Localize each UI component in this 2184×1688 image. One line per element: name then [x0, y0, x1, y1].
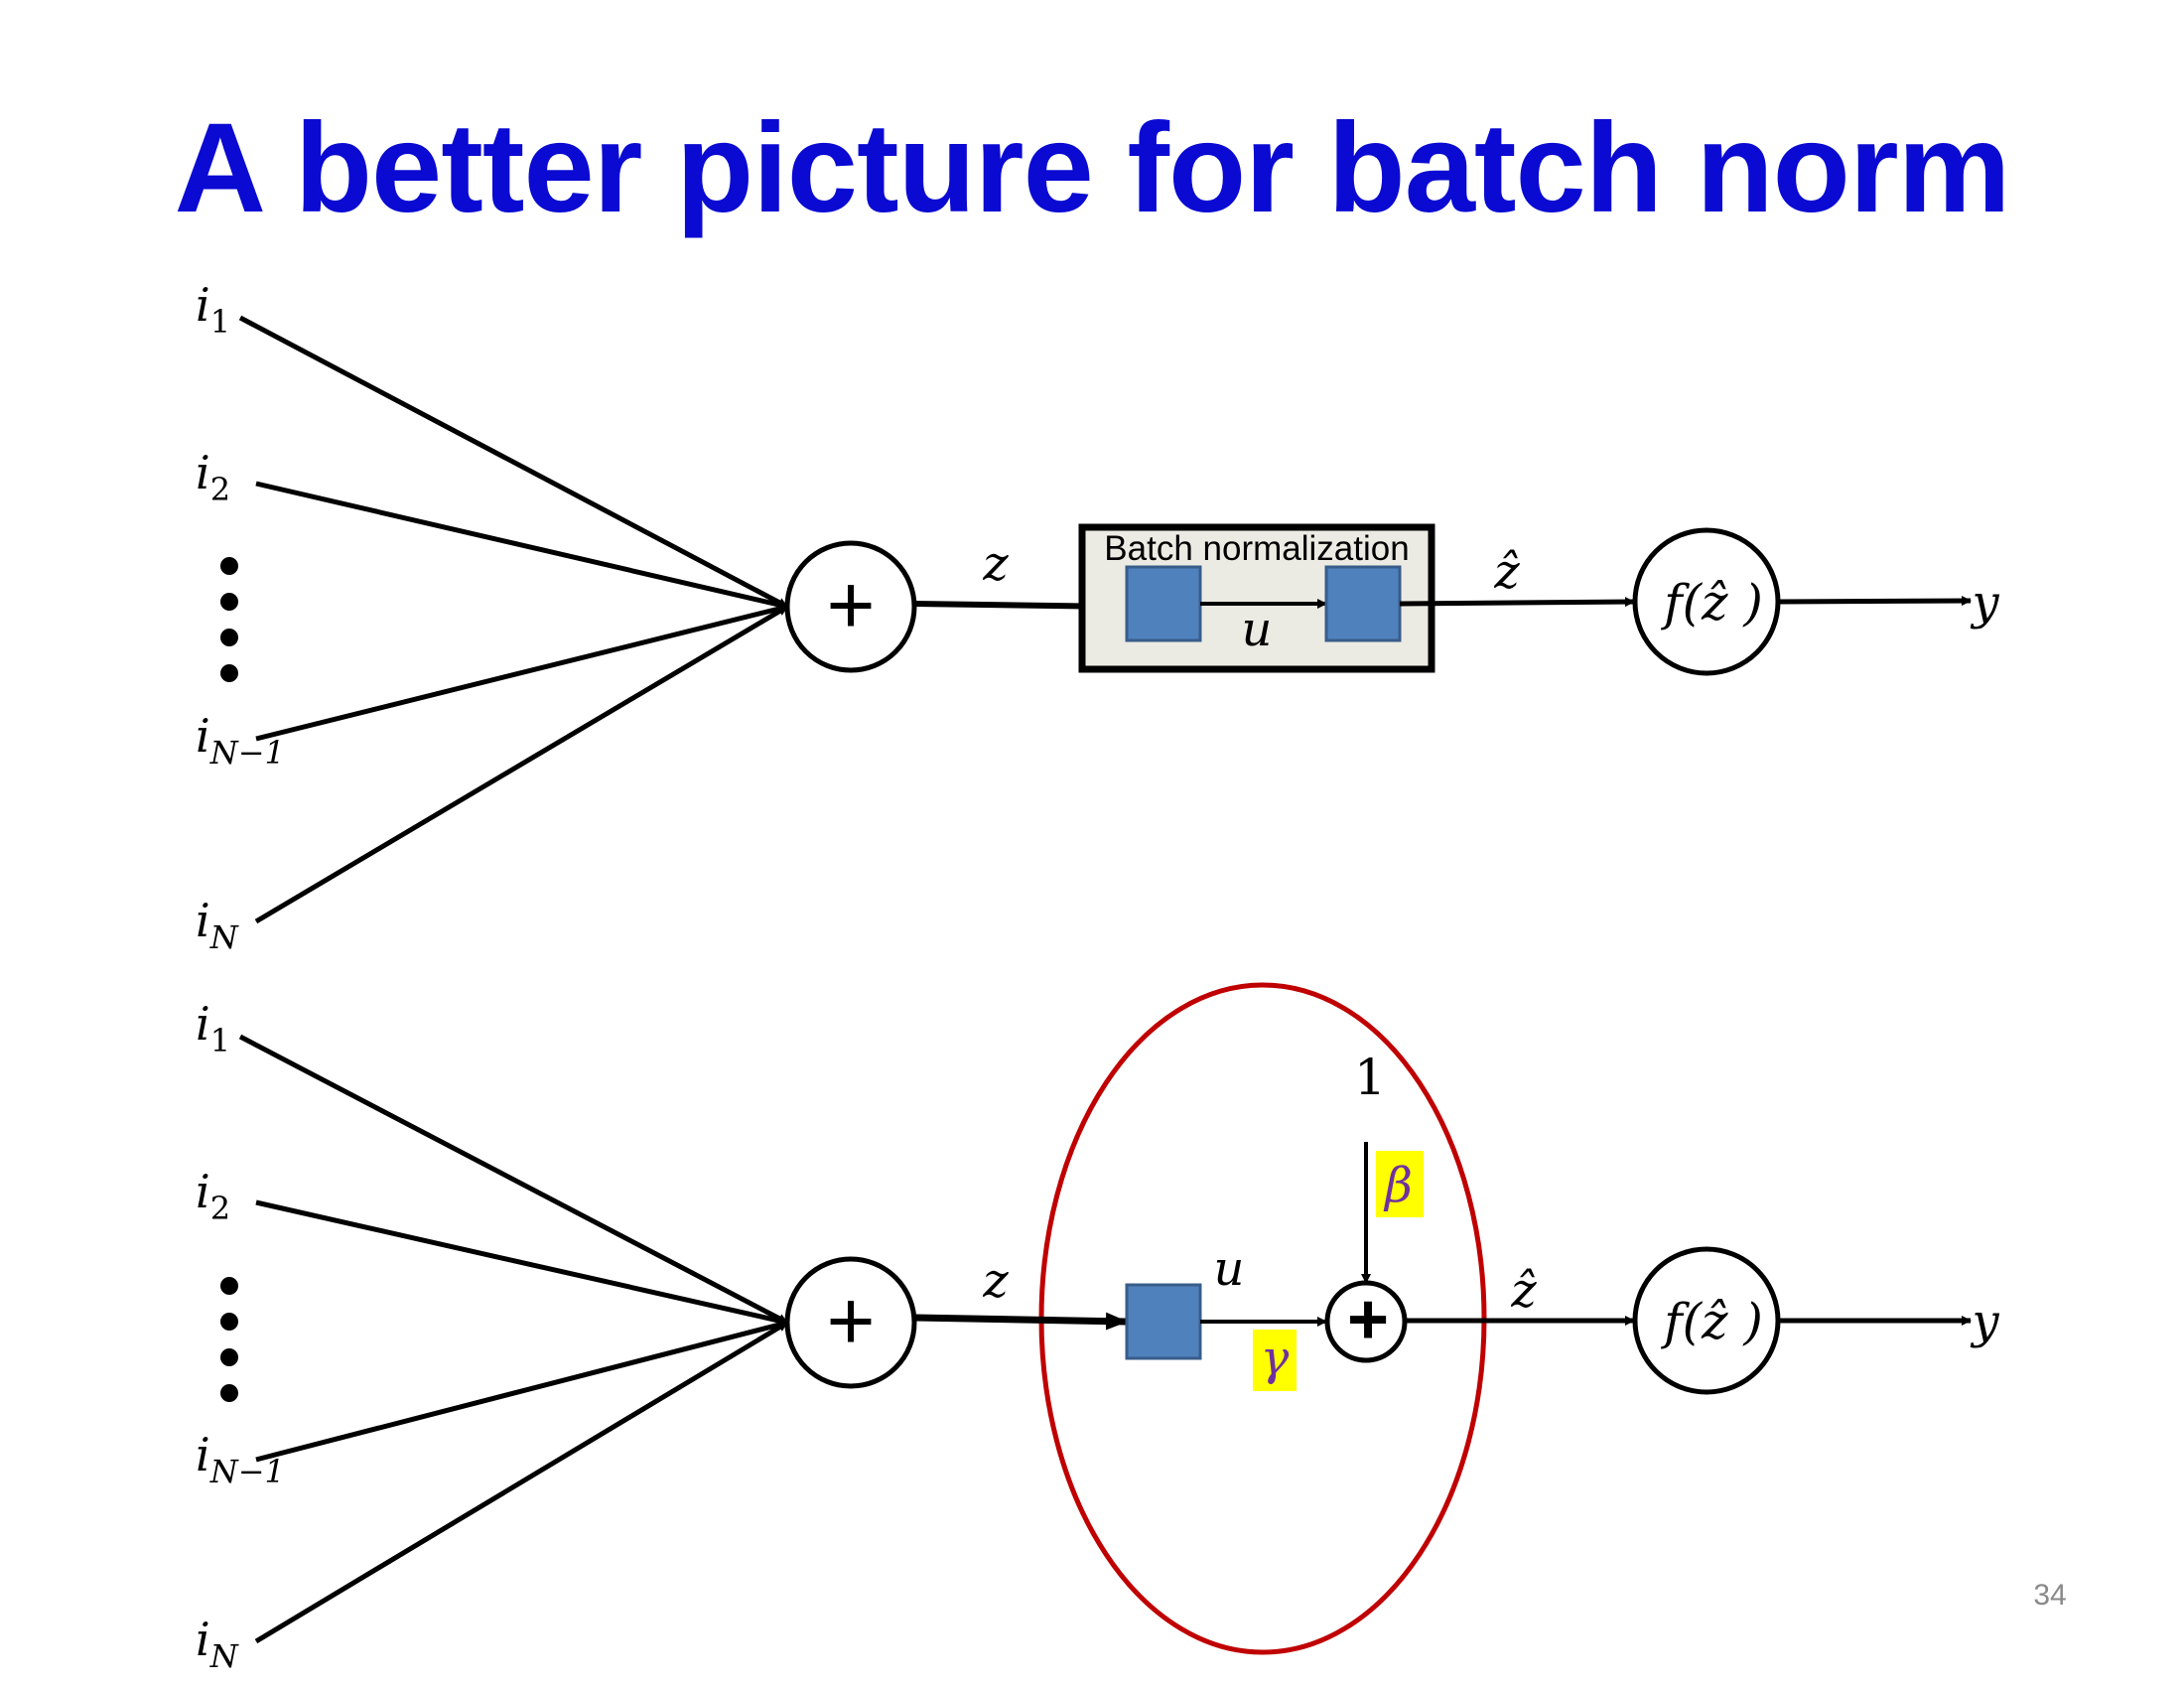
gamma-label: γ: [1261, 1331, 1290, 1386]
edge-i1: [238, 315, 789, 610]
bn-box-label: Batch normalization: [1104, 529, 1409, 568]
zhat-label: ẑ: [1493, 544, 1520, 600]
activation-node: [1632, 1246, 1781, 1395]
add-symbol: +: [1347, 1280, 1389, 1359]
input-label-i1: i1: [196, 278, 230, 341]
edge-i2: [255, 1199, 788, 1326]
activation-node: [1632, 527, 1781, 676]
edge-i2: [255, 481, 788, 610]
beta-highlight: [1376, 1151, 1424, 1217]
input-label-iN: iN: [196, 894, 239, 956]
vertical-ellipsis: [220, 557, 238, 682]
z-label: z: [982, 536, 1009, 592]
zhat-label: ẑ: [1510, 1263, 1537, 1319]
bias-input-label: 1: [1354, 1049, 1386, 1106]
gamma-highlight: [1253, 1330, 1297, 1391]
output-label-y: y: [1970, 1294, 1999, 1349]
edge-iN-1: [255, 1320, 788, 1463]
edge-iN: [254, 604, 789, 924]
edge-zhat: [1399, 597, 1635, 608]
slide-title: A better picture for batch norm: [174, 97, 2011, 239]
input-label-i1: i1: [196, 997, 230, 1059]
beta-label: β: [1383, 1158, 1413, 1213]
input-label-i2: i2: [196, 446, 230, 508]
input-label-iN-1: iN−1: [196, 1428, 285, 1490]
sum-node: [784, 1256, 917, 1389]
normalize-block: [1125, 1283, 1202, 1360]
bottom-network: i1 i2 iN−1 iN + z u γ: [196, 982, 1999, 1675]
edge-iN-1: [255, 604, 788, 742]
input-label-iN-1: iN−1: [196, 709, 285, 772]
sum-symbol: +: [826, 1274, 875, 1367]
u-label: u: [1242, 602, 1273, 657]
u-label: u: [1214, 1241, 1245, 1297]
z-label: z: [982, 1253, 1009, 1309]
scale-shift-block: [1324, 565, 1402, 642]
edge-output: [1778, 596, 1972, 607]
normalize-block: [1125, 565, 1202, 642]
sum-node: [784, 540, 917, 673]
sum-symbol: +: [826, 558, 875, 651]
activation-label: f(ẑ ): [1660, 1293, 1763, 1350]
output-label-y: y: [1970, 575, 1999, 631]
input-label-i2: i2: [196, 1165, 230, 1227]
input-label-iN: iN: [196, 1613, 239, 1675]
edge-iN: [254, 1320, 789, 1644]
top-network: i1 i2 iN−1 iN + z Batch n: [196, 278, 1999, 956]
edge-i1: [238, 1034, 789, 1326]
activation-label: f(ẑ ): [1660, 574, 1763, 632]
edge-z: [914, 1312, 1128, 1331]
vertical-ellipsis: [220, 1277, 238, 1402]
page-number: 34: [2033, 1579, 2067, 1612]
